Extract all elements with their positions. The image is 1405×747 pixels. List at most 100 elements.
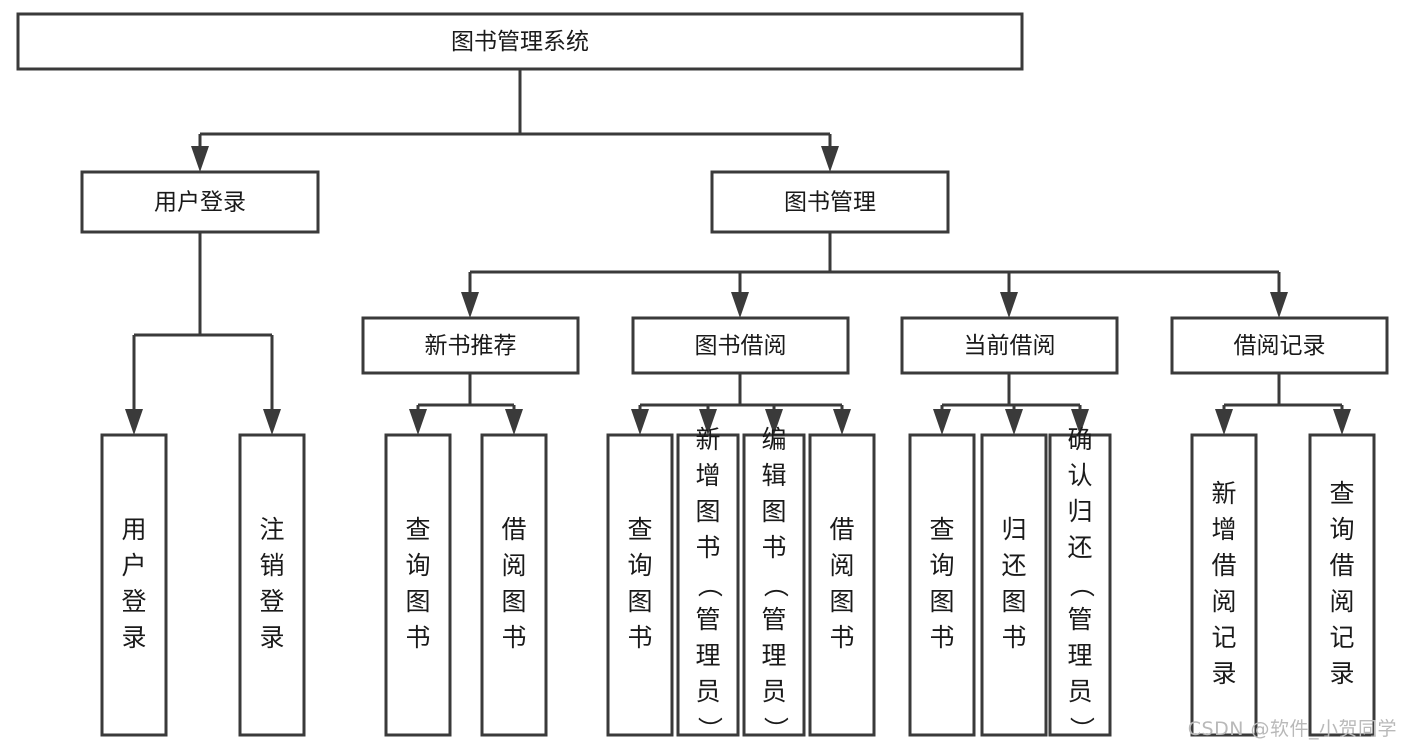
node-box-leaf-borrow-book-1[interactable] <box>480 433 548 737</box>
arrow-head-icon <box>1333 409 1351 435</box>
node-box-book-borrow[interactable] <box>631 316 850 375</box>
node-label-char: （ <box>695 572 724 597</box>
node-label-char: 询 <box>405 551 430 580</box>
node-label-char: 录 <box>1329 659 1354 688</box>
node-label-char: 书 <box>627 623 652 652</box>
node-label-char: 图 <box>1001 587 1026 616</box>
node-box-leaf-query-book-1[interactable] <box>384 433 452 737</box>
node-box-leaf-query-borrow-record[interactable] <box>1308 433 1376 737</box>
node-label-char: 书 <box>695 533 720 562</box>
node-label-char: 阅 <box>1211 587 1236 616</box>
node-label-char: （ <box>761 572 790 597</box>
node-label-char: 登 <box>259 587 284 616</box>
arrow-head-icon <box>1005 409 1023 435</box>
node-label-char: 书 <box>829 623 854 652</box>
arrow-head-icon <box>263 409 281 435</box>
arrow-head-icon <box>409 409 427 435</box>
node-label-char: ） <box>1067 716 1096 741</box>
node-borrow-record[interactable]: 借阅记录 <box>1170 316 1389 375</box>
node-label-char: 增 <box>695 461 720 490</box>
node-label-char: 增 <box>1211 515 1236 544</box>
node-box-leaf-query-book-2[interactable] <box>606 433 674 737</box>
node-label-root: 图书管理系统 <box>451 29 589 55</box>
node-label-char: 员 <box>1067 677 1092 706</box>
node-box-leaf-edit-book-admin[interactable] <box>742 433 806 737</box>
node-label-char: 阅 <box>1329 587 1354 616</box>
node-label-char: 还 <box>1001 551 1026 580</box>
node-box-leaf-query-book-3[interactable] <box>908 433 976 737</box>
node-book-manage[interactable]: 图书管理 <box>710 170 950 234</box>
node-label-char: 借 <box>501 515 526 544</box>
arrow-head-icon <box>1071 409 1089 435</box>
node-box-new-book-recommend[interactable] <box>361 316 580 375</box>
arrow-head-icon <box>461 292 479 318</box>
node-book-borrow[interactable]: 图书借阅 <box>631 316 850 375</box>
connector-group-current-borrow-to-leaves <box>933 373 1089 435</box>
node-label-char: 查 <box>627 515 652 544</box>
node-label-char: 书 <box>501 623 526 652</box>
node-label-char: 还 <box>1067 533 1092 562</box>
node-box-book-manage[interactable] <box>710 170 950 234</box>
node-box-leaf-logout[interactable] <box>238 433 306 737</box>
connector-group-user-login-to-leaves <box>125 232 281 435</box>
node-label-char: 询 <box>627 551 652 580</box>
node-label-char: 询 <box>1329 515 1354 544</box>
node-label-char: ） <box>761 716 790 741</box>
node-user-login[interactable]: 用户登录 <box>80 170 320 234</box>
node-label-char: 书 <box>1001 623 1026 652</box>
arrow-head-icon <box>631 409 649 435</box>
node-label-char: 注 <box>259 515 284 544</box>
node-label-char: 阅 <box>501 551 526 580</box>
node-box-borrow-record[interactable] <box>1170 316 1389 375</box>
node-label-char: 图 <box>501 587 526 616</box>
node-label-char: 理 <box>695 641 720 670</box>
node-label-char: 用 <box>121 515 146 544</box>
connector-group-book-manage-to-level2 <box>461 232 1288 318</box>
arrow-head-icon <box>1215 409 1233 435</box>
node-current-borrow[interactable]: 当前借阅 <box>900 316 1119 375</box>
node-box-leaf-add-book-admin[interactable] <box>676 433 740 737</box>
node-label-char: 图 <box>929 587 954 616</box>
node-label-char: 员 <box>695 677 720 706</box>
node-box-leaf-add-borrow-record[interactable] <box>1190 433 1258 737</box>
connector-group-new-book-recommend-to-leaves <box>409 373 523 435</box>
node-label-char: 录 <box>259 623 284 652</box>
node-box-leaf-return-book[interactable] <box>980 433 1048 737</box>
node-label-char: 查 <box>1329 479 1354 508</box>
node-box-leaf-borrow-book-2[interactable] <box>808 433 876 737</box>
node-box-user-login[interactable] <box>80 170 320 234</box>
arrow-head-icon <box>731 292 749 318</box>
arrow-head-icon <box>833 409 851 435</box>
node-label-book-borrow: 图书借阅 <box>695 333 787 359</box>
node-box-root[interactable] <box>16 12 1024 71</box>
arrow-head-icon <box>821 146 839 172</box>
node-label-char: 录 <box>1211 659 1236 688</box>
node-label-user-login: 用户登录 <box>154 190 246 216</box>
node-new-book-recommend[interactable]: 新书推荐 <box>361 316 580 375</box>
node-label-char: 图 <box>829 587 854 616</box>
node-label-borrow-record: 借阅记录 <box>1234 333 1326 359</box>
node-label-char: 管 <box>695 605 720 634</box>
node-box-leaf-user-login[interactable] <box>100 433 168 737</box>
node-label-char: 阅 <box>829 551 854 580</box>
node-label-char: 录 <box>121 623 146 652</box>
node-box-current-borrow[interactable] <box>900 316 1119 375</box>
connector-group-root-to-level1 <box>191 69 839 172</box>
node-root[interactable]: 图书管理系统 <box>16 12 1024 71</box>
node-box-leaf-confirm-return-admin[interactable] <box>1048 433 1112 737</box>
node-leaf-user-login[interactable]: 用户登录 <box>100 433 168 737</box>
node-label-new-book-recommend: 新书推荐 <box>425 333 517 359</box>
